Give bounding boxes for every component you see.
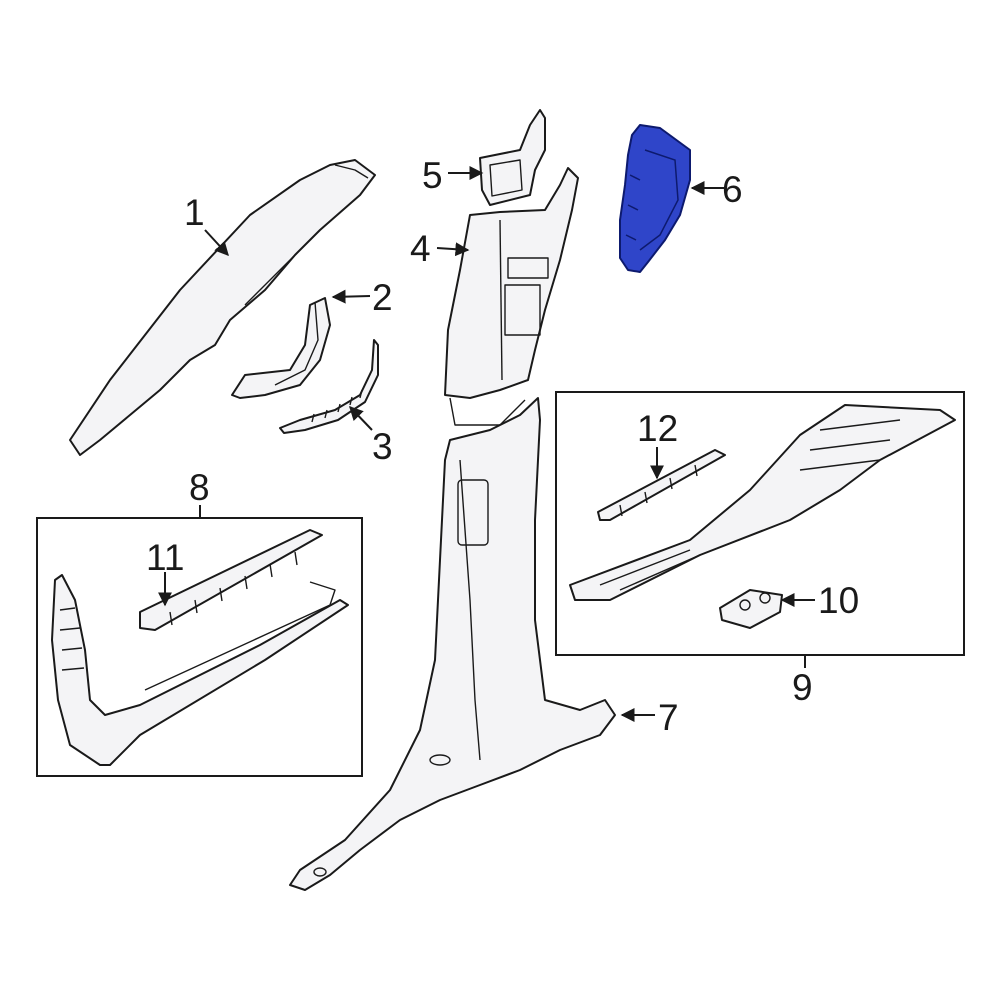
part-5-mounting-bracket[interactable] xyxy=(479,109,546,206)
callout-1: 1 xyxy=(184,192,205,233)
box-9-assembly xyxy=(555,391,965,656)
part-4-b-pillar-upper[interactable] xyxy=(444,167,579,426)
box-8-assembly xyxy=(36,517,363,777)
part-7-b-pillar-lower[interactable] xyxy=(289,397,616,891)
callout-8: 8 xyxy=(189,467,210,508)
callout-2: 2 xyxy=(372,277,393,318)
callout-9: 9 xyxy=(792,667,813,708)
leader-1 xyxy=(204,229,229,257)
callout-11: 11 xyxy=(146,537,184,578)
callout-4: 4 xyxy=(410,228,431,269)
callout-7: 7 xyxy=(658,697,679,738)
part-8-sill-trim[interactable] xyxy=(51,574,349,766)
callout-6: 6 xyxy=(722,169,743,210)
part-12-scuff-strip[interactable] xyxy=(597,449,726,521)
part-2-bracket-trim[interactable] xyxy=(231,297,331,399)
callout-3: 3 xyxy=(372,426,393,467)
part-1-pillar-trim[interactable] xyxy=(69,159,376,456)
part-6-highlighted-panel[interactable] xyxy=(619,124,691,273)
leader-3 xyxy=(349,405,373,431)
part-3-clip-strip[interactable] xyxy=(279,339,379,434)
leader-4 xyxy=(436,242,470,257)
callout-5: 5 xyxy=(422,155,443,196)
part-11-scuff-strip[interactable] xyxy=(139,529,323,631)
part-9-floor-trim[interactable] xyxy=(569,404,956,601)
leader-2 xyxy=(331,289,371,304)
callout-10: 10 xyxy=(818,580,859,621)
part-10-clip[interactable] xyxy=(719,589,783,629)
callout-12: 12 xyxy=(637,408,678,449)
